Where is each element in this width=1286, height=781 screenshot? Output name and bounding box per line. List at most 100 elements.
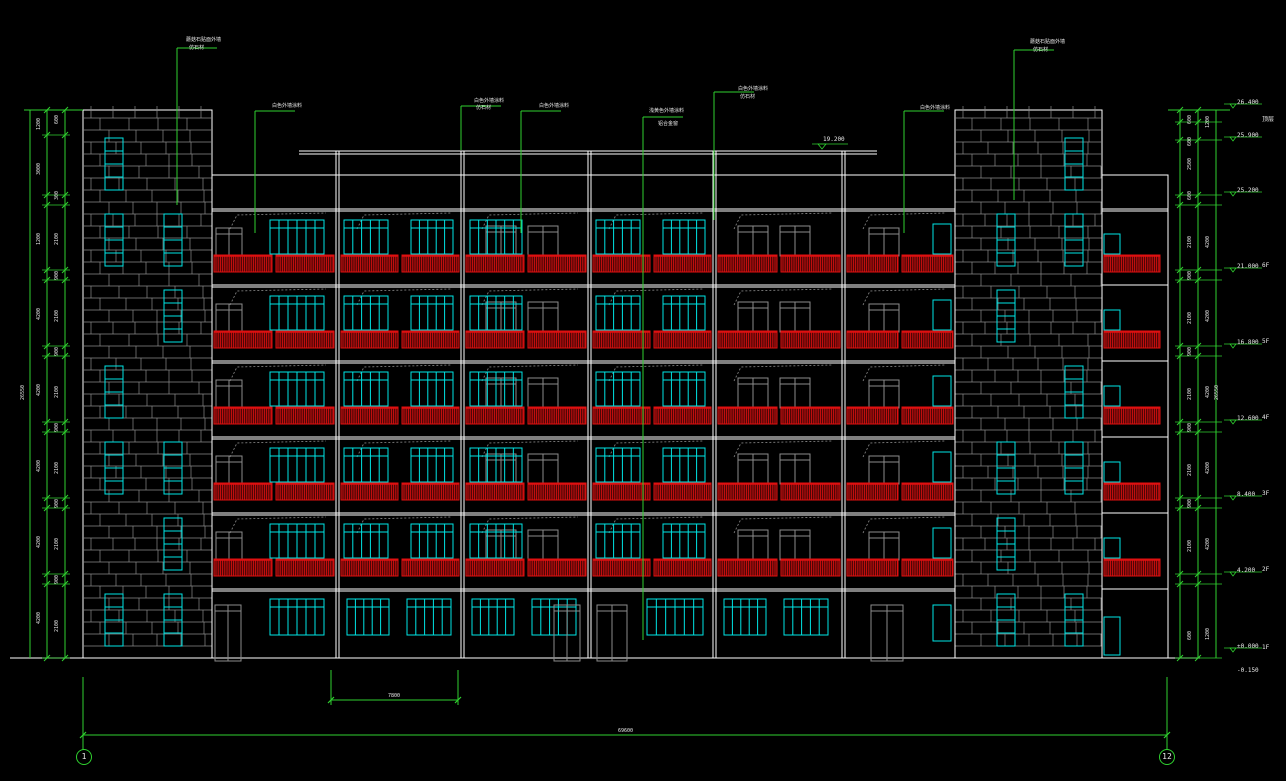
balcony-railing — [717, 558, 778, 577]
elevation-triangle — [1229, 191, 1237, 197]
callout-title: 浅黄色外墙涂料 — [649, 108, 685, 114]
dim-left-segment: 4200 — [36, 459, 42, 472]
sun-shade-line — [733, 440, 833, 458]
tower-window — [163, 467, 183, 482]
dimension-slash — [43, 504, 51, 512]
dimension-slash — [1194, 106, 1202, 114]
tower-window — [163, 302, 183, 317]
tower-window — [163, 239, 183, 254]
dim-left-segment: 1200 — [36, 117, 42, 130]
tower-window — [1064, 176, 1084, 191]
dimension-slash — [61, 570, 69, 578]
dimension-slash — [61, 276, 69, 284]
elevation-triangle — [1229, 419, 1237, 425]
tower-window — [104, 365, 124, 380]
axis-bubble: 12 — [1159, 749, 1175, 765]
dim-left-segment: 1200 — [36, 232, 42, 245]
cyan-window — [595, 295, 641, 331]
dim-right-segment: 4200 — [1205, 537, 1211, 550]
dimension-slash — [1176, 352, 1184, 360]
dim-right-segment: 4200 — [1205, 461, 1211, 474]
dim-left-inner: 900 — [54, 270, 60, 280]
dim-right-inner: 2500 — [1187, 157, 1193, 170]
sun-shade-line — [608, 364, 704, 382]
tower-window — [996, 213, 1016, 228]
cyan-window — [595, 371, 641, 407]
dim-right-inner: 2100 — [1187, 463, 1193, 476]
cyan-window — [595, 219, 641, 255]
cyan-window — [346, 598, 390, 636]
dim-left-inner: 2100 — [54, 232, 60, 245]
tower-window — [104, 404, 124, 419]
tower-window — [1064, 137, 1084, 152]
dimension-slash — [43, 570, 51, 578]
dimension-slash — [1163, 731, 1171, 739]
dimension-slash — [1176, 106, 1184, 114]
dimension-slash — [1194, 580, 1202, 588]
sun-shade-line — [862, 516, 946, 534]
cyan-window — [343, 447, 389, 483]
dimension-slash — [61, 201, 69, 209]
dimension-slash — [43, 352, 51, 360]
dim-right-inner: 600 — [1187, 190, 1193, 200]
tower-window — [104, 150, 124, 165]
cyan-window — [410, 295, 454, 331]
sun-shade-line — [229, 212, 327, 230]
callout-title: 白色外墙涂料 — [474, 98, 505, 104]
sun-shade-line — [733, 288, 833, 306]
dimension-slash — [1176, 276, 1184, 284]
floor-tag: 4F — [1262, 414, 1270, 421]
dimension-slash — [1176, 191, 1184, 199]
dim-left-segment: 4200 — [36, 535, 42, 548]
cyan-window — [662, 523, 706, 559]
cyan-window — [932, 604, 952, 642]
dim-left-inner: 2100 — [54, 619, 60, 632]
balcony-railing — [780, 406, 841, 425]
callout-title: 蘑菇石贴面外墙 — [186, 37, 222, 43]
tower-window — [104, 239, 124, 254]
cyan-window — [410, 523, 454, 559]
sun-shade-line — [229, 288, 327, 306]
tower-window — [1064, 239, 1084, 254]
callout-title: 白色外墙涂料 — [539, 103, 570, 109]
dimension-slash — [327, 696, 335, 704]
tower-window — [996, 606, 1016, 621]
dim-right-segment: 1200 — [1205, 627, 1211, 640]
dimension-slash — [43, 580, 51, 588]
elevation-triangle — [1229, 136, 1237, 142]
dimension-slash — [61, 106, 69, 114]
elevation-mark: 19.200 — [823, 136, 845, 143]
dimension-slash — [1194, 201, 1202, 209]
dim-right-inner: 2100 — [1187, 235, 1193, 248]
elevation-triangle — [1229, 103, 1237, 109]
dimension-slash — [43, 131, 51, 139]
dim-left-inner: 2100 — [54, 385, 60, 398]
cyan-window — [406, 598, 452, 636]
dimension-slash — [1176, 136, 1184, 144]
dim-right-inner: 2100 — [1187, 311, 1193, 324]
elevation-mark: ±0.000 — [1237, 643, 1259, 650]
balcony-railing — [780, 482, 841, 501]
floor-tag: 1F — [1262, 644, 1270, 651]
sun-shade-line — [862, 364, 946, 382]
dimension-slash — [1194, 266, 1202, 274]
cyan-window — [410, 447, 454, 483]
tower-window — [163, 517, 183, 532]
cyan-window — [410, 371, 454, 407]
dimension-slash — [61, 342, 69, 350]
tower-window — [996, 530, 1016, 545]
bay-dimension: 7800 — [388, 693, 401, 699]
sun-shade-line — [356, 516, 452, 534]
dim-left-inner: 300 — [54, 190, 60, 200]
tower-window — [996, 632, 1016, 647]
dimension-slash — [1194, 118, 1202, 126]
floor-tag: 5F — [1262, 338, 1270, 345]
dimension-slash — [79, 731, 87, 739]
dimension-slash — [43, 106, 51, 114]
tower-window — [104, 378, 124, 393]
cyan-window — [1103, 233, 1121, 255]
tower-window — [1064, 252, 1084, 267]
dimension-slash — [1176, 118, 1184, 126]
balcony-railing — [901, 558, 954, 577]
